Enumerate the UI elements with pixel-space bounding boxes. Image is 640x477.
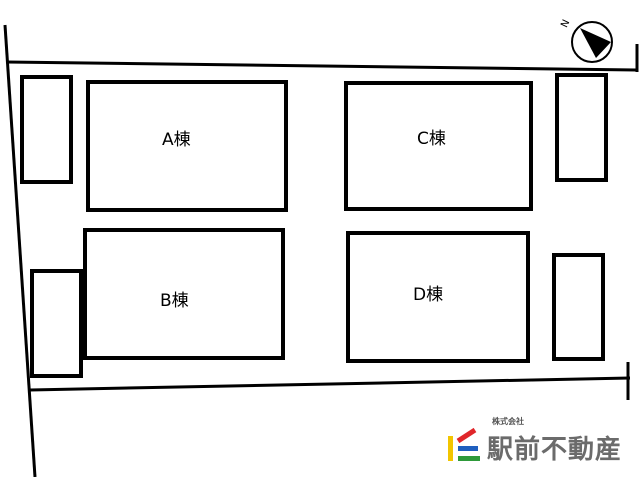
compass-icon: N bbox=[559, 18, 613, 63]
building-a-label: A棟 bbox=[162, 130, 191, 150]
logo-mark-icon bbox=[448, 427, 480, 461]
left-boundary-line bbox=[3, 24, 37, 477]
logo-company-name: 駅前不動産 bbox=[487, 435, 623, 465]
building-c bbox=[344, 81, 533, 211]
bottom-road-line bbox=[29, 376, 631, 392]
building-d-label: D棟 bbox=[413, 285, 443, 305]
parking-left-bottom bbox=[30, 269, 83, 378]
parking-right-bottom bbox=[552, 253, 605, 361]
logo-company-prefix: 株式会社 bbox=[492, 417, 524, 426]
building-a bbox=[86, 80, 288, 212]
building-d bbox=[346, 231, 530, 363]
parking-left-top bbox=[20, 75, 73, 184]
parking-right-top bbox=[555, 73, 608, 182]
compass-north-label: N bbox=[559, 18, 572, 29]
building-c-label: C棟 bbox=[417, 129, 446, 149]
building-b bbox=[83, 228, 285, 360]
top-road-line bbox=[5, 60, 639, 72]
building-b-label: B棟 bbox=[160, 291, 189, 311]
